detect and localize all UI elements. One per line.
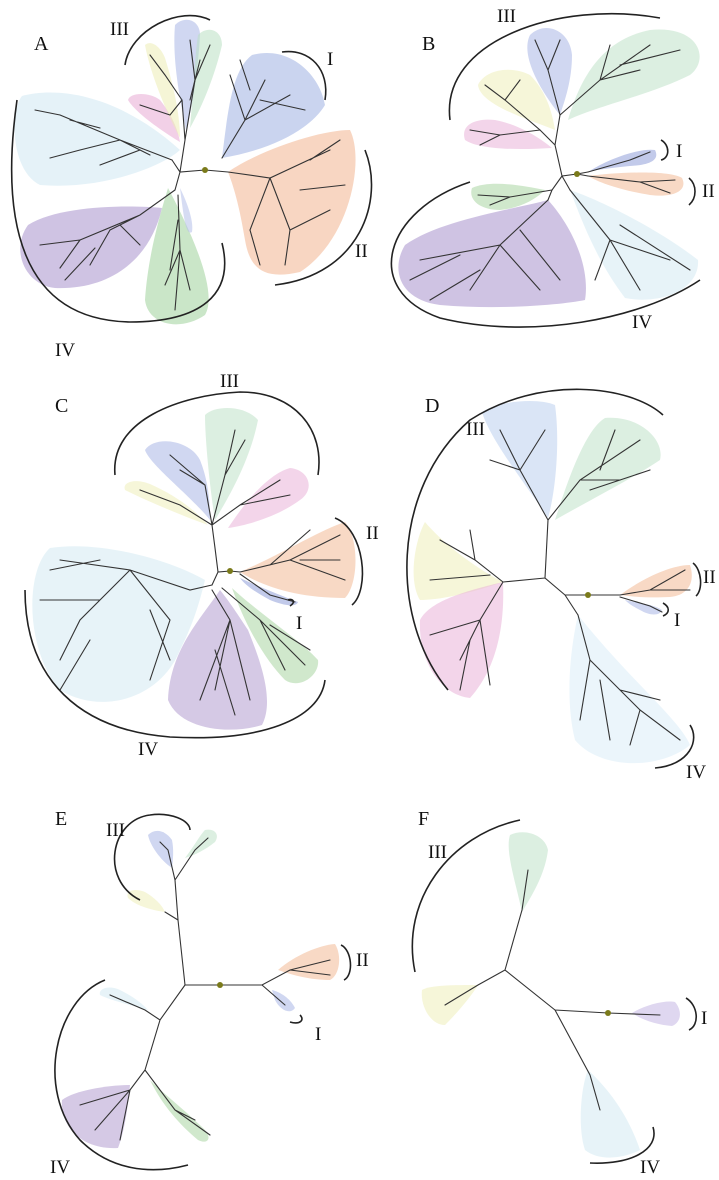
panel-a-letter: A: [34, 33, 49, 55]
panel-a-label-II: II: [355, 241, 368, 262]
panel-e-label-IV: IV: [50, 1157, 70, 1178]
panel-e-clade-yellow: [127, 890, 165, 912]
panel-d-clade-blue: [482, 401, 557, 518]
panel-b-label-I: I: [676, 141, 682, 162]
panel-c-letter: C: [55, 395, 68, 417]
panel-f-branches: [445, 870, 660, 1110]
panel-c-label-IV: IV: [138, 739, 158, 760]
panel-e-clade-smallblue: [272, 990, 295, 1011]
panel-a-label-IV: IV: [55, 340, 75, 361]
panel-f-clade-yellow: [422, 985, 478, 1025]
panel-d-clade-mint: [555, 418, 661, 520]
panel-d-clade-orange: [620, 565, 692, 597]
panel-f-label-I: I: [701, 1008, 707, 1029]
panel-e-label-II: II: [356, 950, 369, 971]
panel-a-clade-purple: [20, 207, 162, 289]
panel-b-label-III: III: [497, 6, 516, 27]
panel-b-label-IV: IV: [632, 312, 652, 333]
panel-b-root-node: [574, 171, 580, 177]
panel-c-label-III: III: [220, 371, 239, 392]
panel-b: B III I II IV: [391, 6, 714, 333]
panel-e-bracket-III: [115, 814, 190, 900]
panel-b-label-II: II: [702, 181, 715, 202]
panel-f: F III I IV: [412, 808, 707, 1178]
panel-b-clade-mint: [568, 30, 700, 120]
panel-a-label-III: III: [110, 19, 129, 40]
panel-f-label-IV: IV: [640, 1157, 660, 1178]
panel-d-bracket-II: [693, 563, 701, 596]
panel-d-label-IV: IV: [686, 762, 706, 783]
panel-d-root-node: [585, 592, 591, 598]
panel-f-bracket-I: [686, 998, 696, 1030]
panel-a: A III I II IV: [12, 16, 372, 361]
panel-e-label-I: I: [315, 1024, 321, 1045]
panel-e-bracket-I: [290, 1015, 302, 1023]
panel-d: D III II I IV: [407, 389, 716, 783]
panel-c-label-II: II: [366, 523, 379, 544]
panel-c-clade-pink: [228, 468, 309, 528]
panel-c: C III II I IV: [25, 371, 379, 760]
panel-d-label-III: III: [466, 419, 485, 440]
panel-f-clade-mint: [509, 832, 548, 912]
panel-f-clade-lightblue: [581, 1070, 640, 1158]
panel-e: E III II I IV: [50, 808, 369, 1178]
panel-f-label-III: III: [428, 842, 447, 863]
panel-c-root-node: [227, 568, 233, 574]
panel-b-bracket-I: [661, 140, 668, 160]
panel-b-clade-lightblue: [570, 190, 698, 300]
panel-c-label-I: I: [296, 613, 302, 634]
panel-f-root-node: [605, 1010, 611, 1016]
panel-e-clade-lightblue: [100, 988, 148, 1010]
panel-e-bracket-II: [341, 945, 350, 980]
panel-a-root-node: [202, 167, 208, 173]
panel-e-clade-blue: [148, 831, 173, 868]
panel-d-letter: D: [425, 395, 439, 417]
panel-e-label-III: III: [106, 820, 125, 841]
panel-d-clade-smallblue: [625, 600, 662, 615]
panel-e-letter: E: [55, 808, 67, 830]
panel-d-clade-lightblue: [569, 615, 690, 763]
panel-b-clade-purple: [398, 200, 586, 307]
panel-b-letter: B: [422, 33, 435, 55]
panel-d-bracket-I: [663, 603, 668, 616]
panel-d-label-II: II: [703, 567, 716, 588]
panel-e-root-node: [217, 982, 223, 988]
panel-a-label-I: I: [327, 49, 333, 70]
panel-b-bracket-II: [689, 178, 695, 205]
panel-f-letter: F: [418, 808, 429, 830]
panel-d-label-I: I: [674, 610, 680, 631]
